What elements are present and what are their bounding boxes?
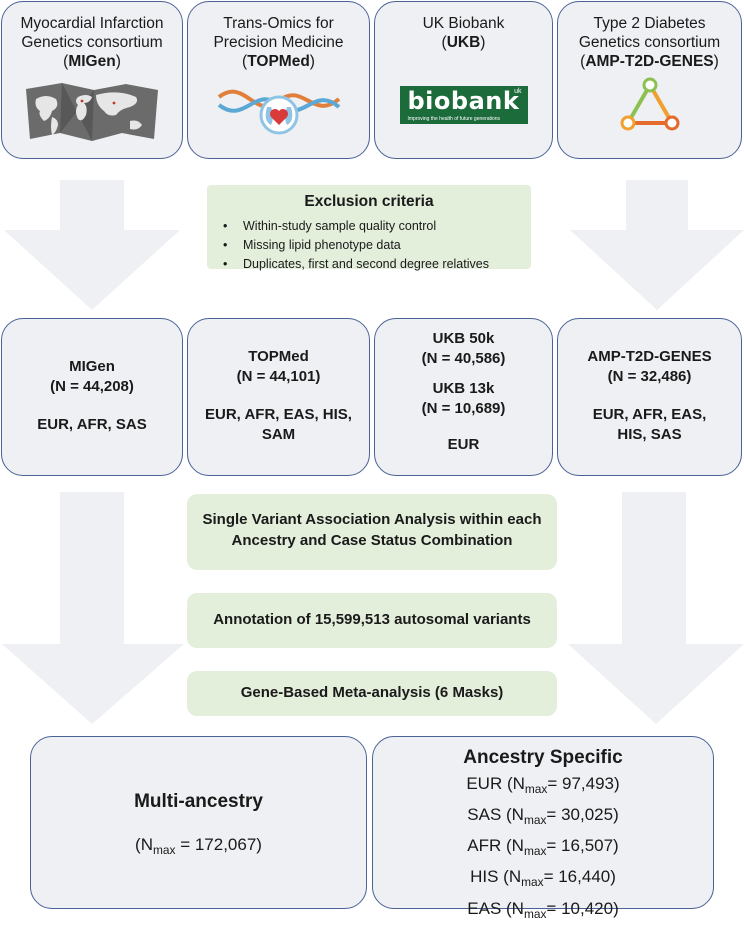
source-topmed: Trans-Omics for Precision Medicine (TOPM… — [187, 1, 370, 159]
cohort-n: (N = 40,586) — [421, 350, 506, 367]
arrow-left-top — [4, 180, 180, 310]
specific-row: AFR (Nmax= 16,507) — [467, 836, 619, 859]
biobank-logo-icon: biobank uk Improving the health of futur… — [399, 86, 528, 124]
specific-row: SAS (Nmax= 30,025) — [467, 805, 619, 828]
source-line1: Type 2 Diabetes — [593, 15, 706, 32]
exclusion-list: Within-study sample quality control Miss… — [207, 217, 531, 274]
cohort-name: TOPMed — [248, 348, 309, 365]
source-abbr: AMP-T2D-GENES — [585, 53, 714, 70]
result-multi-ancestry: Multi-ancestry (Nmax = 172,067) — [30, 736, 367, 909]
exclusion-title: Exclusion criteria — [304, 193, 434, 210]
source-amp-t2d: Type 2 Diabetes Genetics consortium (AMP… — [557, 1, 742, 159]
arrow-right-top — [570, 180, 744, 310]
step-line: Gene-Based Meta-analysis (6 Masks) — [240, 684, 504, 701]
exclusion-item: Duplicates, first and second degree rela… — [223, 255, 531, 274]
source-line2: Precision Medicine — [213, 34, 344, 51]
source-abbr: MIGen — [68, 53, 116, 70]
cohort-ancestry-cont: SAM — [261, 426, 296, 443]
step-annotation: Annotation of 15,599,513 autosomal varia… — [187, 593, 557, 648]
multi-n: (Nmax = 172,067) — [135, 835, 262, 858]
source-line1: Myocardial Infarction — [20, 15, 164, 32]
result-ancestry-specific: Ancestry Specific EUR (Nmax= 97,493) SAS… — [372, 736, 714, 921]
cohort-ukb: UKB 50k (N = 40,586) UKB 13k (N = 10,689… — [374, 318, 553, 476]
step-line: Annotation of 15,599,513 autosomal varia… — [213, 611, 531, 628]
source-line2: Genetics consortium — [578, 34, 721, 51]
cohort-topmed: TOPMed (N = 44,101) EUR, AFR, EAS, HIS, … — [187, 318, 370, 476]
step-line: Ancestry and Case Status Combination — [231, 532, 513, 549]
arrow-right-bottom — [568, 492, 744, 724]
source-abbr: TOPMed — [247, 53, 310, 70]
step-line: Single Variant Association Analysis with… — [202, 511, 542, 528]
cohort-n: (N = 44,101) — [236, 368, 321, 385]
step-gene-based: Gene-Based Meta-analysis (6 Masks) — [187, 671, 557, 716]
source-abbr: UKB — [446, 34, 481, 51]
cohort-amp-t2d: AMP-T2D-GENES (N = 32,486) EUR, AFR, EAS… — [557, 318, 742, 476]
exclusion-criteria-box: Exclusion criteria Within-study sample q… — [207, 185, 531, 271]
multi-title: Multi-ancestry — [134, 791, 263, 812]
source-migen: Myocardial Infarction Genetics consortiu… — [1, 1, 183, 159]
cohort-ancestry: EUR — [447, 436, 480, 453]
specific-row: EUR (Nmax= 97,493) — [466, 774, 620, 797]
exclusion-item: Missing lipid phenotype data — [223, 236, 531, 255]
source-ukb: UK Biobank (UKB) biobank uk Improving th… — [374, 1, 553, 159]
cohort-ancestry-cont: HIS, SAS — [617, 426, 682, 443]
cohort-ancestry: EUR, AFR, EAS, — [592, 406, 707, 423]
cohort-name-2: UKB 13k — [432, 380, 495, 397]
cohort-name: MIGen — [69, 358, 115, 375]
cohort-ancestry: EUR, AFR, EAS, HIS, — [205, 406, 352, 423]
dna-heart-lungs-icon — [217, 89, 340, 135]
source-line1: UK Biobank — [422, 15, 505, 32]
cohort-name: AMP-T2D-GENES — [587, 348, 712, 365]
world-map-icon — [26, 83, 158, 141]
arrow-left-bottom — [2, 492, 184, 724]
cohort-migen: MIGen (N = 44,208) EUR, AFR, SAS — [1, 318, 183, 476]
specific-row: HIS (Nmax= 16,440) — [470, 867, 616, 890]
specific-row: EAS (Nmax= 10,420) — [467, 898, 619, 921]
step-single-variant: Single Variant Association Analysis with… — [187, 494, 557, 570]
source-line2: Genetics consortium — [21, 34, 163, 51]
cohort-n-2: (N = 10,689) — [421, 400, 506, 417]
cohort-name: UKB 50k — [432, 330, 495, 347]
exclusion-item: Within-study sample quality control — [223, 217, 531, 236]
cohort-ancestry: EUR, AFR, SAS — [37, 416, 147, 433]
specific-title: Ancestry Specific — [463, 747, 623, 768]
cohort-n: (N = 44,208) — [50, 378, 134, 395]
triangle-network-icon — [620, 77, 679, 131]
cohort-n: (N = 32,486) — [607, 368, 692, 385]
source-line1: Trans-Omics for — [223, 15, 334, 32]
